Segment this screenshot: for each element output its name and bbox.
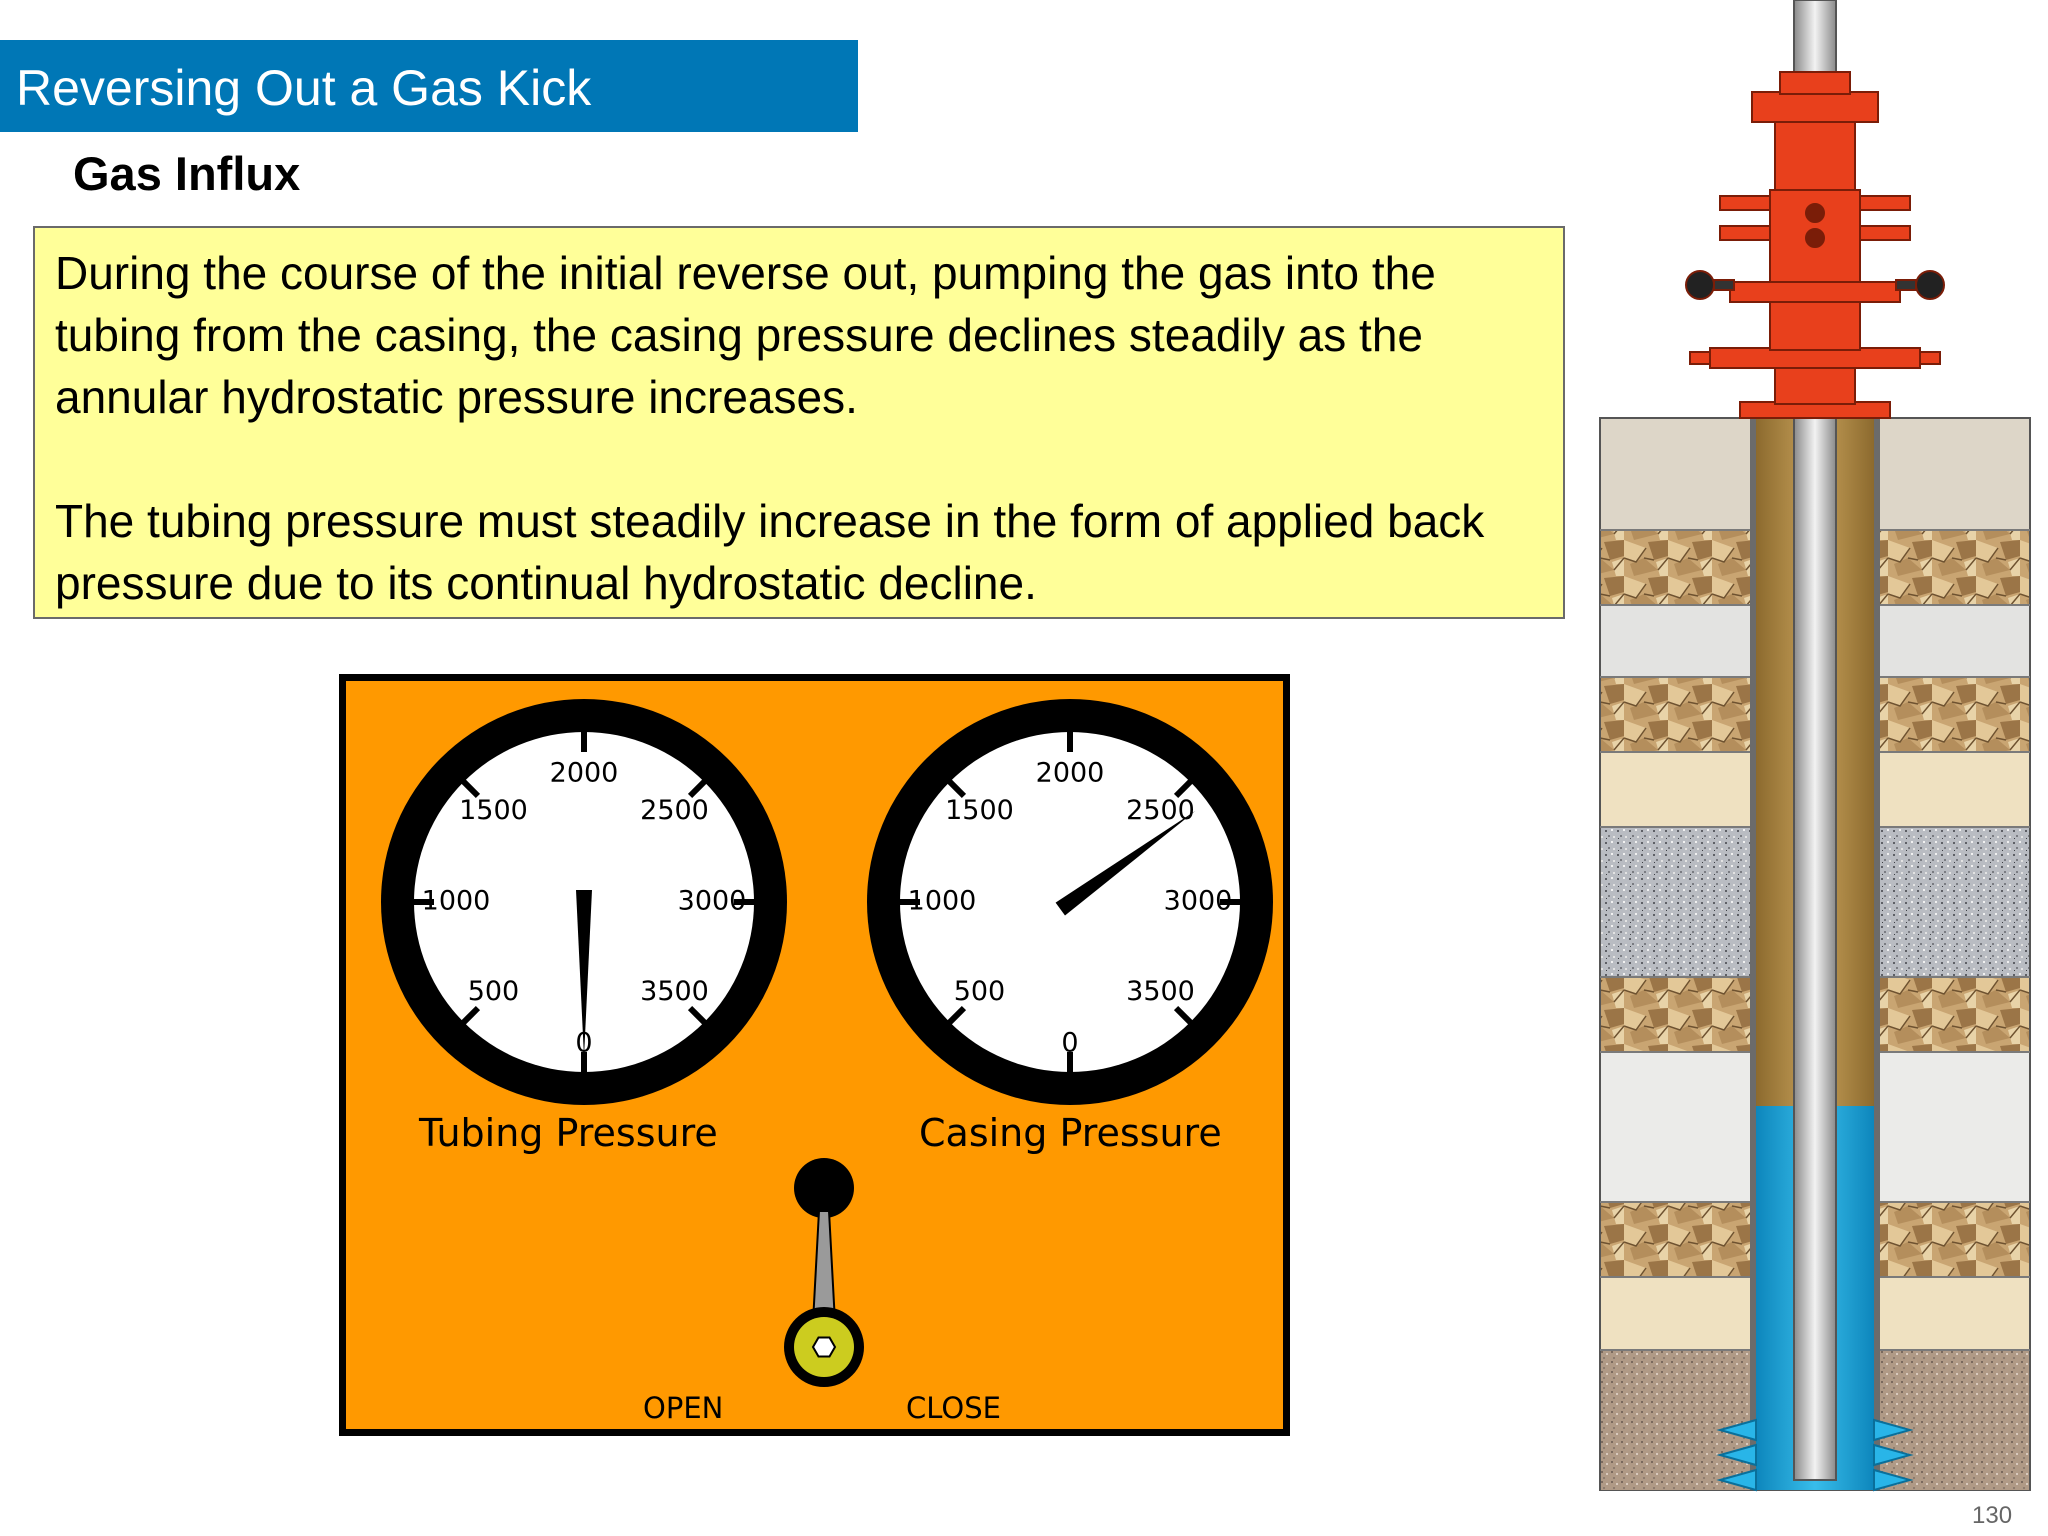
casing-pressure-gauge: 0 500 1000 1500 2000 2500 3000 3500 bbox=[867, 699, 1273, 1105]
gauge-tick bbox=[460, 778, 481, 799]
gauge-tick-label: 1000 bbox=[908, 886, 977, 917]
slide-subtitle: Gas Influx bbox=[73, 147, 301, 200]
perforations bbox=[1716, 1418, 1914, 1492]
gauge-tick-label: 500 bbox=[468, 976, 520, 1007]
gauge-tick bbox=[460, 1005, 481, 1026]
explanation-box: During the course of the initial reverse… bbox=[33, 226, 1565, 619]
gauge-tick-label: 500 bbox=[954, 976, 1006, 1007]
title-bar: Reversing Out a Gas Kick bbox=[0, 40, 858, 132]
choke-control-panel: 0 500 1000 1500 2000 2500 3000 3500 0 500 1000 150… bbox=[339, 674, 1290, 1436]
casing-pressure-label: Casing Pressure bbox=[919, 1111, 1222, 1155]
wellbore-diagram bbox=[1599, 0, 2031, 1492]
gauge-tick-label: 2000 bbox=[1036, 758, 1105, 789]
tubing-gauge-needle bbox=[576, 890, 592, 1057]
gauge-tick-label: 2500 bbox=[640, 795, 709, 826]
slide-title: Reversing Out a Gas Kick bbox=[16, 60, 592, 116]
gauge-tick-label: 2000 bbox=[550, 758, 619, 789]
choke-lever[interactable] bbox=[774, 1151, 874, 1391]
open-label[interactable]: OPEN bbox=[643, 1391, 724, 1425]
gauge-tick-label: 3500 bbox=[640, 976, 709, 1007]
close-label[interactable]: CLOSE bbox=[906, 1391, 1001, 1425]
gauge-tick bbox=[946, 1005, 967, 1026]
tubing-pressure-label: Tubing Pressure bbox=[419, 1111, 718, 1155]
gauge-tick-label: 3500 bbox=[1126, 976, 1195, 1007]
paragraph-casing: During the course of the initial reverse… bbox=[55, 247, 1436, 423]
casing-gauge-needle bbox=[1055, 810, 1196, 916]
gauge-tick-label: 3000 bbox=[678, 886, 747, 917]
page-number: 130 bbox=[1972, 1502, 2013, 1529]
gauge-tick-label: 3000 bbox=[1164, 886, 1233, 917]
gauge-tick-label: 1500 bbox=[459, 795, 528, 826]
paragraph-tubing: The tubing pressure must steadily increa… bbox=[55, 495, 1485, 609]
gauge-tick bbox=[1173, 1005, 1194, 1026]
gauge-tick-label: 1500 bbox=[945, 795, 1014, 826]
gauge-tick bbox=[946, 778, 967, 799]
gauge-tick bbox=[687, 778, 708, 799]
gauge-tick bbox=[687, 1005, 708, 1026]
gauge-tick-label: 1000 bbox=[422, 886, 491, 917]
hex-bolt-icon bbox=[811, 1336, 837, 1358]
gauge-tick bbox=[1173, 778, 1194, 799]
gauge-tick-label: 0 bbox=[1061, 1028, 1078, 1059]
gauge-tick-label: 2500 bbox=[1126, 795, 1195, 826]
wellhead-christmas-tree bbox=[1685, 71, 1945, 419]
